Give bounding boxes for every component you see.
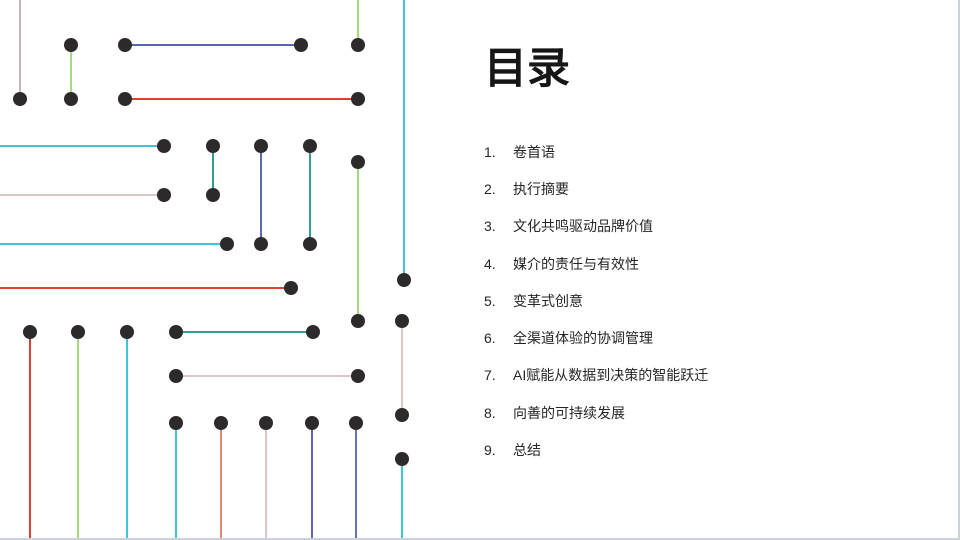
- toc-item-number: 8.: [484, 404, 496, 421]
- toc-item-label: 文化共鸣驱动品牌价值: [513, 218, 653, 235]
- toc-item-number: 2.: [484, 180, 496, 197]
- toc-item-number: 9.: [484, 442, 496, 459]
- toc-item-label: 变革式创意: [513, 292, 583, 309]
- toc-item-label: AI赋能从数据到决策的智能跃迁: [513, 367, 709, 384]
- toc-item-label: 向善的可持续发展: [513, 404, 625, 421]
- toc-item-number: 3.: [484, 218, 496, 235]
- toc-item: 7. AI赋能从数据到决策的智能跃迁: [484, 357, 924, 394]
- toc-item: 1. 卷首语: [484, 133, 924, 170]
- toc-item-label: 卷首语: [513, 143, 555, 160]
- toc-item: 2. 执行摘要: [484, 170, 924, 207]
- toc-item: 3. 文化共鸣驱动品牌价值: [484, 208, 924, 245]
- toc-item-label: 媒介的责任与有效性: [513, 255, 639, 272]
- toc-list: 1. 卷首语 2. 执行摘要 3. 文化共鸣驱动品牌价值 4. 媒介的责任与有效…: [484, 133, 924, 469]
- toc-item-label: 全渠道体验的协调管理: [513, 330, 653, 347]
- toc-item-number: 4.: [484, 255, 496, 272]
- page-title: 目录: [484, 45, 570, 93]
- toc-item-number: 5.: [484, 292, 496, 309]
- toc-item: 6. 全渠道体验的协调管理: [484, 319, 924, 356]
- toc-item-number: 1.: [484, 143, 496, 160]
- toc-item: 8. 向善的可持续发展: [484, 394, 924, 431]
- toc-item-number: 6.: [484, 330, 496, 347]
- toc-item: 9. 总结: [484, 431, 924, 468]
- toc-item-number: 7.: [484, 367, 496, 384]
- toc-item-label: 总结: [513, 442, 541, 459]
- toc-item: 5. 变革式创意: [484, 282, 924, 319]
- toc-item-label: 执行摘要: [513, 180, 569, 197]
- decorative-line-pattern: [0, 0, 411, 538]
- toc-item: 4. 媒介的责任与有效性: [484, 245, 924, 282]
